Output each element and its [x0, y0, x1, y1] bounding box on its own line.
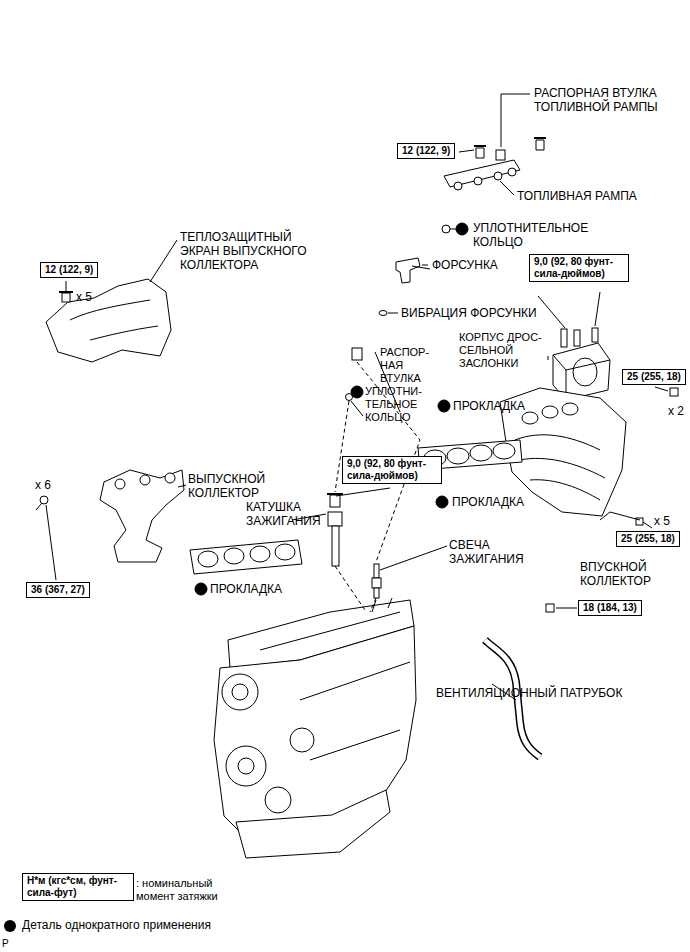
ignition-coil	[327, 494, 343, 566]
quantity-label: x 2	[668, 404, 684, 418]
part-label: ФОРСУНКА	[432, 258, 498, 272]
part-label: : номинальный момент затяжки	[136, 877, 248, 903]
part-label: УПЛОТНИТЕЛЬНОЕ КОЛЬЦО	[473, 221, 603, 249]
spark-plug	[372, 564, 381, 598]
legend-text: Деталь однократного применения	[22, 918, 211, 932]
heat-shield	[46, 279, 171, 362]
part-label: СВЕЧА ЗАЖИГАНИЯ	[449, 538, 544, 566]
part-label: ТОПЛИВНАЯ РАМПА	[517, 189, 637, 203]
torque-value: Н*м (кгс*см, фунт-сила-фут)	[27, 875, 129, 899]
torque-box: 9,0 (92, 80 фунт-сила-дюймов)	[529, 254, 629, 282]
part-label: КАТУШКА ЗАЖИГАНИЯ	[246, 500, 338, 528]
torque-box: 36 (367, 27)	[26, 582, 90, 598]
part-label: УПЛОТНИ- ТЕЛЬНОЕ КОЛЬЦО	[365, 385, 429, 424]
part-label: ВИБРАЦИЯ ФОРСУНКИ	[401, 306, 537, 320]
torque-value: 36 (367, 27)	[31, 584, 85, 596]
part-label: P	[2, 938, 9, 950]
part-label: ВЕНТИЛЯЦИОННЫЙ ПАТРУБОК	[436, 686, 622, 700]
part-label: ВПУСКНОЙ КОЛЛЕКТОР	[580, 560, 680, 588]
quantity-label: x 5	[76, 290, 92, 304]
part-label: ВЫПУСКНОЙ КОЛЛЕКТОР	[188, 472, 293, 500]
bolt	[59, 292, 73, 302]
legend-dot	[4, 920, 16, 932]
torque-box: 12 (122, 9)	[397, 143, 455, 159]
quantity-label: x 6	[35, 478, 51, 492]
part-label: РАСПОР- НАЯ ВТУЛКА	[380, 346, 438, 385]
part-label: КОРПУС ДРОС- СЕЛЬНОЙ ЗАСЛОНКИ	[459, 331, 551, 370]
part-label: ПРОКЛАДКА	[452, 495, 524, 509]
torque-box: 9,0 (92, 80 фунт-сила-дюймов)	[342, 456, 442, 484]
torque-value: 25 (255, 18)	[621, 533, 675, 545]
exhaust-manifold	[100, 470, 184, 562]
part-label: ТЕПЛОЗАЩИТНЫЙ ЭКРАН ВЫПУСКНОГО КОЛЛЕКТОР…	[180, 230, 318, 272]
engine-block	[214, 598, 416, 858]
leader-line	[36, 94, 668, 700]
part-label: РАСПОРНАЯ ВТУЛКА ТОПЛИВНОЙ РАМПЫ	[534, 86, 679, 114]
torque-box: 25 (255, 18)	[616, 531, 680, 547]
gasket	[190, 540, 302, 574]
torque-value: 12 (122, 9)	[45, 264, 93, 276]
torque-box: 18 (184, 13)	[578, 600, 642, 616]
torque-value: 18 (184, 13)	[583, 602, 637, 614]
torque-value: 25 (255, 18)	[627, 371, 681, 383]
torque-value: 12 (122, 9)	[402, 145, 450, 157]
fuel-rail	[444, 138, 546, 190]
torque-value: 9,0 (92, 80 фунт-сила-дюймов)	[534, 256, 624, 280]
part-label: ПРОКЛАДКА	[453, 399, 525, 413]
injector	[396, 258, 420, 283]
torque-value: 9,0 (92, 80 фунт-сила-дюймов)	[347, 458, 437, 482]
legend-box: Н*м (кгс*см, фунт-сила-фут)	[22, 873, 134, 901]
quantity-label: x 5	[654, 514, 670, 528]
part-label: ПРОКЛАДКА	[210, 582, 282, 596]
torque-box: 25 (255, 18)	[622, 369, 686, 385]
throttle-body	[553, 328, 610, 400]
torque-box: 12 (122, 9)	[40, 262, 98, 278]
